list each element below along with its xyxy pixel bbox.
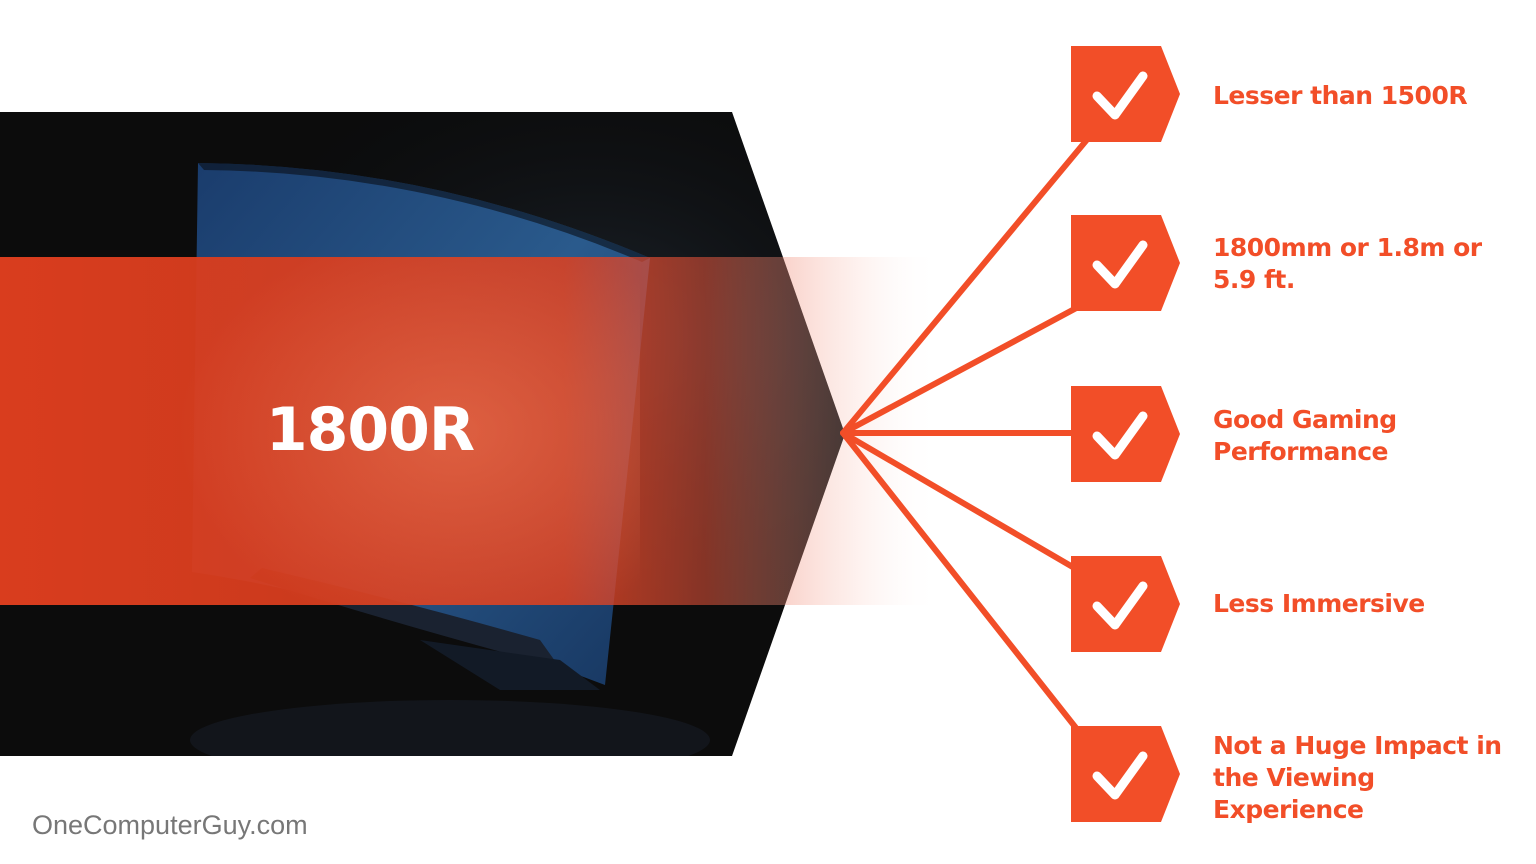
feature-badge-2: [1071, 386, 1180, 482]
feature-badge-1: [1071, 215, 1180, 311]
feature-label-viewing: Not a Huge Impact in the Viewing Experie…: [1213, 731, 1502, 824]
feature-label-gaming: Good Gaming Performance: [1213, 405, 1397, 466]
highlight-band: [0, 257, 940, 605]
feature-label-radius: 1800mm or 1.8m or 5.9 ft.: [1213, 233, 1482, 294]
check-icon: [1092, 581, 1148, 630]
feature-badge-3: [1071, 556, 1180, 652]
feature-label-immersion: Less Immersive: [1213, 589, 1425, 618]
check-icon: [1092, 411, 1148, 460]
check-icon: [1092, 240, 1148, 289]
check-icon: [1092, 751, 1148, 800]
connector-lines: [840, 127, 1098, 755]
feature-label-curvature: Lesser than 1500R: [1213, 81, 1468, 110]
feature-badge-0: [1071, 46, 1180, 142]
hero-title: 1800R: [265, 395, 475, 465]
site-watermark: OneComputerGuy.com: [32, 810, 308, 840]
feature-badge-4: [1071, 726, 1180, 822]
check-icon: [1092, 71, 1148, 120]
